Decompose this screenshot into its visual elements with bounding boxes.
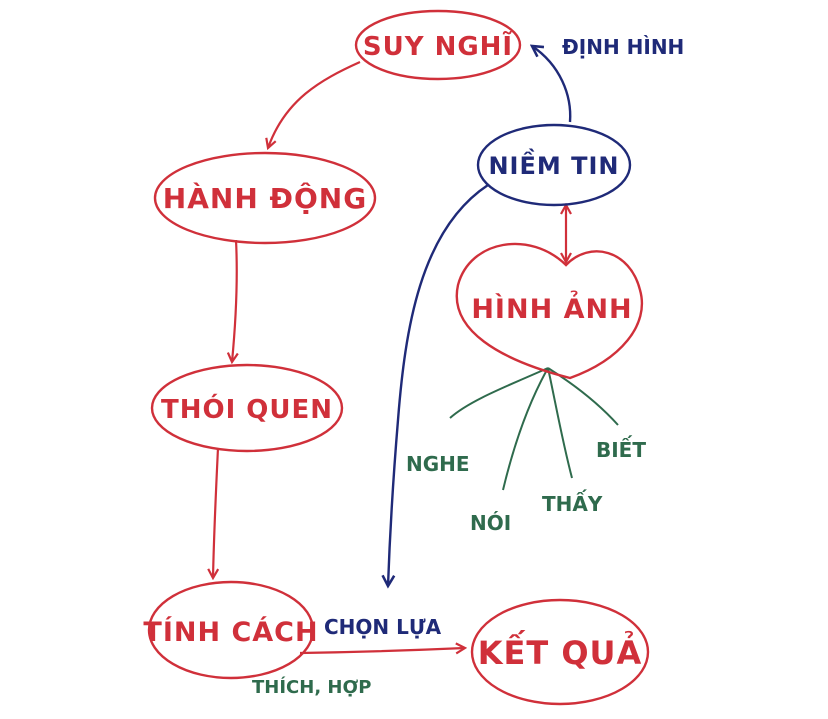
node-thoi-quen-label: THÓI QUEN — [161, 393, 333, 425]
node-niem-tin-shape — [476, 123, 632, 207]
arrow-niem-tin-to-suy-nghi — [532, 46, 572, 123]
node-niem-tin-label: NIỀM TIN — [488, 147, 619, 180]
branch-thay — [547, 367, 573, 479]
node-hanh-dong-shape — [153, 151, 377, 245]
label-noi: NÓI — [470, 511, 511, 535]
node-hinh-anh-shape — [455, 242, 643, 380]
arrow-suy-nghi-to-hanh-dong — [268, 60, 361, 148]
label-biet: BIẾT — [596, 436, 646, 462]
node-suy-nghi-label: SUY NGHĨ — [363, 30, 513, 62]
arrow-thoi-quen-to-tinh-cach — [213, 447, 218, 578]
arrow-tinh-cach-to-ket-qua — [299, 648, 465, 653]
node-thoi-quen-shape — [150, 363, 344, 453]
arrow-niem-tin-to-tinh-cach — [388, 183, 489, 586]
node-ket-qua-shape — [470, 598, 650, 706]
branch-noi — [502, 367, 549, 491]
node-hanh-dong-label: HÀNH ĐỘNG — [163, 181, 367, 215]
arrow-hanh-dong-to-thoi-quen — [232, 239, 237, 362]
label-thay: THẤY — [542, 490, 603, 516]
node-tinh-cach-label: TÍNH CÁCH — [143, 616, 318, 648]
label-nghe: NGHE — [406, 452, 470, 476]
node-suy-nghi-shape — [354, 9, 522, 81]
node-hinh-anh-label: HÌNH ẢNH — [471, 290, 632, 325]
sense-branches — [449, 367, 619, 491]
branch-nghe — [449, 367, 549, 419]
node-ket-qua-label: KẾT QUẢ — [478, 630, 643, 672]
label-chon-lua: CHỌN LỰA — [324, 615, 442, 639]
label-dinh-hinh: ĐỊNH HÌNH — [562, 35, 684, 59]
label-thich-hop: THÍCH, HỢP — [252, 676, 371, 698]
node-tinh-cach-shape — [147, 580, 315, 680]
